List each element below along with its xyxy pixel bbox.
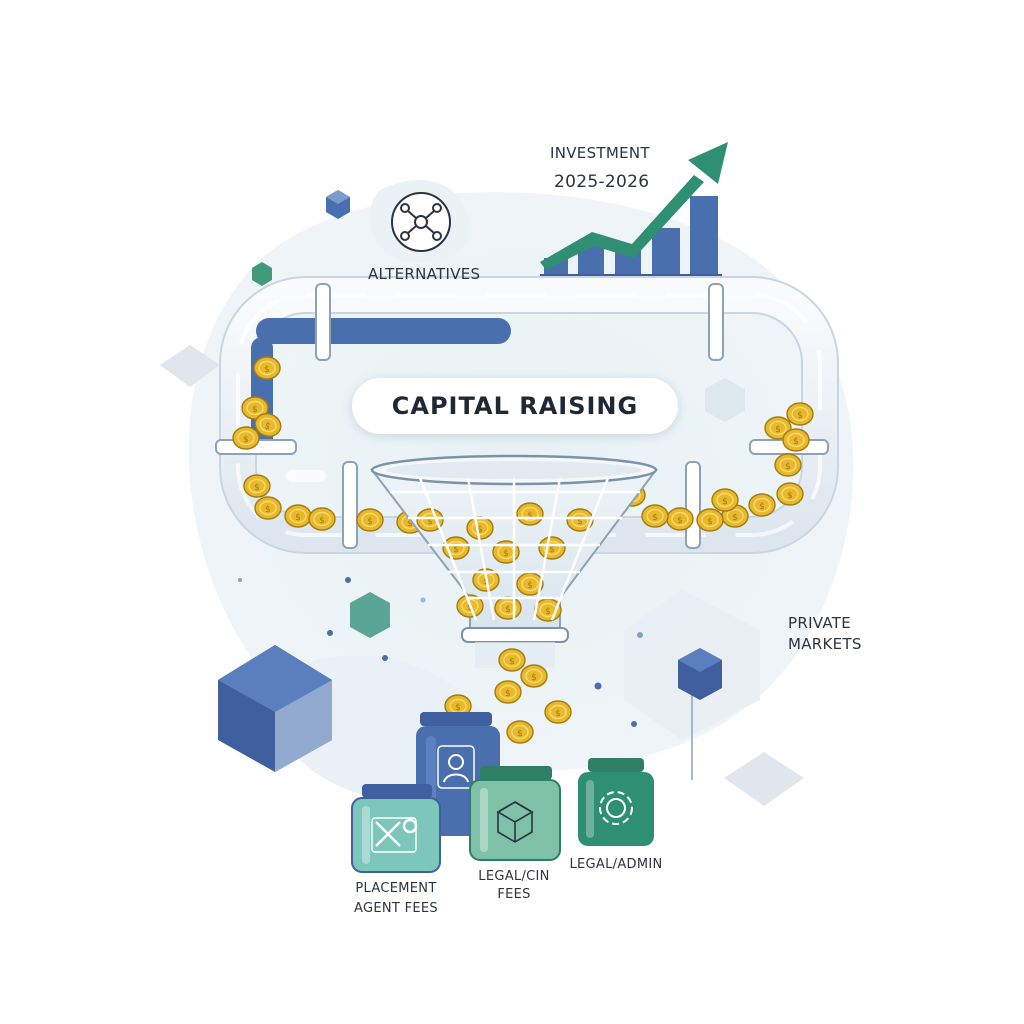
gear-icon: [599, 791, 633, 825]
legal-admin-label: LEGAL/ADMIN: [569, 857, 663, 872]
network-nodes-icon: [391, 192, 451, 252]
legal-cin-label-line1: LEGAL/CIN: [478, 869, 550, 884]
growth-bar-chart-icon: [540, 196, 722, 277]
cube-icon: [496, 801, 534, 843]
user-icon: [437, 745, 475, 789]
title-pill: CAPITAL RAISING: [352, 378, 678, 434]
decorative-shapes: [160, 190, 804, 806]
page-title: CAPITAL RAISING: [391, 392, 639, 420]
jar-legal-cin: [469, 766, 561, 861]
exchange-icon: [371, 817, 418, 853]
rising-arrow-icon: [540, 142, 728, 270]
legal-cin-label-line2: FEES: [497, 887, 531, 902]
funnel: [369, 454, 658, 668]
jar-placement: [351, 784, 441, 873]
jar-legal-admin: [578, 758, 654, 846]
alternatives-label: ALTERNATIVES: [368, 265, 481, 283]
private-markets-label-line2: MARKETS: [788, 635, 862, 653]
private-markets-label-line1: PRIVATE: [788, 614, 852, 632]
investment-label: INVESTMENT: [550, 144, 650, 162]
period-label: 2025-2026: [554, 172, 650, 192]
placement-label-line2: AGENT FEES: [354, 901, 438, 916]
placement-label-line1: PLACEMENT: [355, 881, 437, 896]
